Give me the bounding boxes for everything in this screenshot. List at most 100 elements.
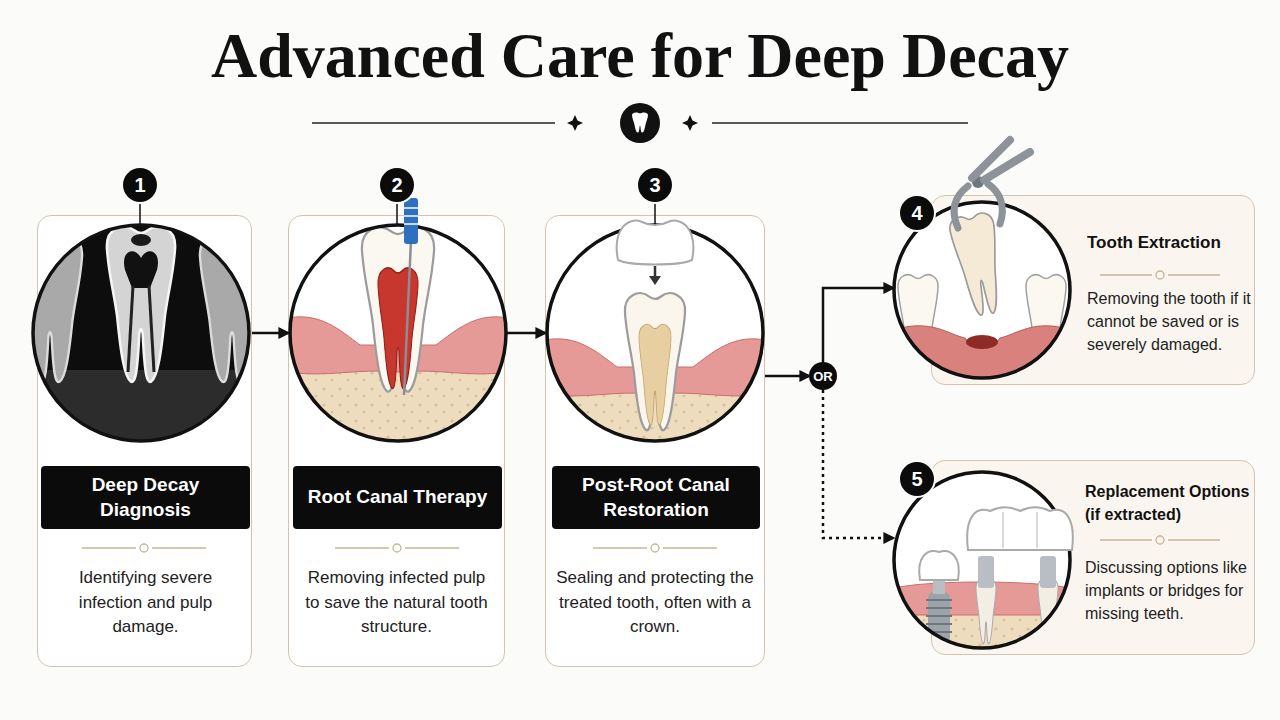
- replacement-illustration: [926, 623, 952, 625]
- card-divider: [1156, 536, 1164, 544]
- extraction-illustration: [948, 211, 1009, 318]
- card-description: Sealing and protecting the treated tooth…: [556, 566, 754, 640]
- extraction-illustration: [972, 140, 1010, 178]
- xray-illustration: [33, 225, 249, 441]
- card-divider: [152, 547, 206, 548]
- replacement-illustration: [976, 580, 996, 644]
- diagram-title: Advanced Care for Deep Decay: [0, 24, 1280, 88]
- xray-illustration: [18, 222, 264, 450]
- crown-illustration: [625, 293, 685, 430]
- step-label-box: Post-Root Canal Restoration: [552, 466, 760, 529]
- extraction-illustration: [898, 275, 938, 366]
- flow-arrow: [823, 390, 893, 538]
- badge-stem: [140, 202, 655, 225]
- replacement-illustration: [926, 631, 952, 633]
- xray-illustration: [149, 286, 154, 372]
- xray-illustration: [30, 370, 252, 450]
- flow-arrow: [823, 288, 893, 362]
- root-canal-illustration: [378, 268, 418, 389]
- crown-illustration: [545, 221, 767, 450]
- extraction-illustration: [894, 140, 1070, 380]
- replacement-illustration: [1038, 580, 1058, 644]
- extraction-illustration: [1026, 275, 1066, 366]
- crown-illustration: [639, 324, 671, 424]
- step-title: Deep Decay Diagnosis: [55, 473, 236, 522]
- root-canal-illustration: [288, 317, 508, 374]
- crown-illustration: [545, 339, 765, 396]
- crown-illustration: [545, 380, 767, 450]
- replacement-illustration: [933, 578, 945, 594]
- title-divider: [312, 122, 555, 124]
- card-divider: [651, 544, 659, 552]
- root-canal-illustration: [290, 225, 506, 441]
- crown-illustration: [545, 224, 767, 450]
- card-divider: [335, 547, 389, 548]
- replacement-illustration: [894, 472, 1073, 650]
- step-label-box: Deep Decay Diagnosis: [41, 466, 250, 529]
- or-junction: OR: [809, 362, 837, 390]
- root-canal-illustration: [404, 240, 411, 395]
- step-title: Post-Root Canal Restoration: [566, 473, 746, 522]
- extraction-illustration: [894, 326, 1070, 380]
- card-heading: Replacement Options (if extracted): [1085, 480, 1263, 526]
- crown-illustration: [654, 266, 657, 278]
- replacement-illustration: [926, 607, 952, 609]
- xray-illustration: [124, 251, 158, 288]
- replacement-illustration: [894, 605, 1070, 650]
- card-box: Sealing and protecting the treated tooth…: [545, 215, 765, 667]
- step-title: Root Canal Therapy: [308, 485, 487, 510]
- root-canal-illustration: [288, 224, 508, 445]
- xray-illustration: [30, 222, 252, 447]
- root-canal-illustration: [404, 223, 418, 225]
- card-divider: [140, 544, 148, 552]
- card-box: Identifying severe infection and pulp da…: [37, 215, 252, 667]
- replacement-illustration: [1040, 556, 1056, 588]
- callout-number: 5: [900, 462, 934, 496]
- flow-arrow: [505, 332, 545, 335]
- callout-number: 2: [380, 168, 414, 202]
- card-heading: Tooth Extraction: [1087, 231, 1247, 256]
- root-canal-illustration: [288, 198, 508, 445]
- option-card: Replacement Options (if extracted)Discus…: [893, 460, 1255, 655]
- xray-illustration: [131, 234, 151, 246]
- badge-stem: [396, 202, 398, 225]
- root-canal-illustration: [288, 224, 508, 444]
- card-divider: [1168, 274, 1220, 275]
- root-canal-illustration: [404, 215, 418, 217]
- card-description: Removing infected pulp to save the natur…: [301, 566, 492, 640]
- replacement-illustration: [894, 582, 1070, 615]
- step-label-box: Root Canal Therapy: [293, 466, 502, 529]
- card-box: Removing infected pulp to save the natur…: [288, 215, 505, 667]
- junction-circle: [809, 362, 837, 390]
- root-canal-illustration: [288, 355, 508, 445]
- title-divider: [620, 103, 660, 143]
- xray-illustration: [107, 227, 175, 382]
- extraction-illustration: [988, 184, 1002, 224]
- card-divider: [405, 547, 459, 548]
- callout-number: 1: [123, 168, 157, 202]
- crown-illustration: [617, 221, 694, 265]
- replacement-illustration: [894, 472, 1070, 650]
- root-canal-illustration: [362, 227, 434, 391]
- replacement-illustration: [1036, 512, 1038, 548]
- title-divider: [312, 103, 968, 143]
- crown-illustration: [649, 276, 661, 285]
- card-description: Removing the tooth if it cannot be saved…: [1087, 287, 1252, 357]
- replacement-illustration: [919, 551, 959, 580]
- replacement-illustration: [928, 592, 950, 644]
- option-card: Tooth ExtractionRemoving the tooth if it…: [893, 195, 1255, 385]
- xray-illustration: [18, 236, 82, 382]
- title-divider: [712, 122, 968, 124]
- replacement-illustration: [967, 507, 1073, 550]
- card-divider: [1168, 539, 1220, 540]
- card-divider: [1156, 271, 1164, 279]
- card-divider: [1100, 274, 1152, 275]
- extraction-illustration: [954, 186, 968, 228]
- root-canal-illustration: [404, 207, 418, 209]
- crown-illustration: [547, 225, 763, 441]
- extraction-illustration: [972, 176, 984, 188]
- crown-illustration: [545, 339, 765, 396]
- card-divider: [1100, 539, 1152, 540]
- callout-number: 4: [900, 196, 934, 230]
- card-divider: [663, 547, 717, 548]
